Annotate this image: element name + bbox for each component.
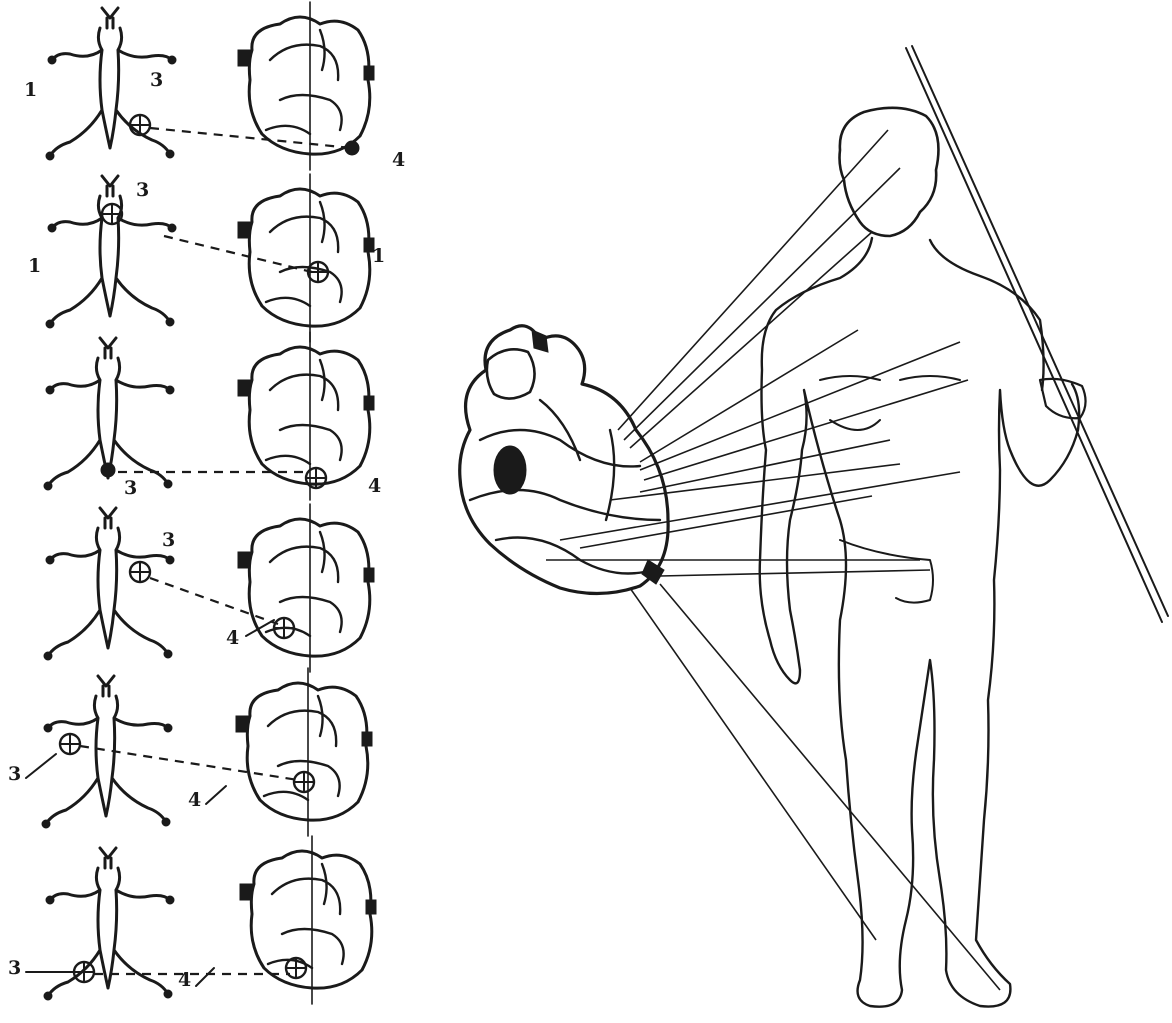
staff <box>906 46 1168 622</box>
heart-acupoint-marker <box>306 468 326 488</box>
connection-line <box>150 128 352 148</box>
heart-figure <box>240 836 376 1004</box>
panel-4: 3 4 <box>44 504 374 672</box>
animal-label: 1 <box>28 255 41 277</box>
heart-label: 4 <box>178 969 191 991</box>
acupoint-marker <box>74 962 94 982</box>
animal-figure <box>44 508 174 660</box>
point-label: 3 <box>8 763 21 785</box>
heart-label: 4 <box>392 149 405 171</box>
heart-label: 4 <box>368 475 381 497</box>
human-figure <box>760 108 1086 1007</box>
point-label: 3 <box>8 957 21 979</box>
heart-label: 1 <box>372 245 385 267</box>
heart-label: 4 <box>226 627 239 649</box>
point-label: 3 <box>150 69 163 91</box>
heart-acupoint-marker <box>308 262 328 282</box>
heart-figure <box>238 504 374 672</box>
acupoint-marker <box>102 204 122 224</box>
animal-figure <box>42 676 172 828</box>
heart-point <box>345 141 359 155</box>
aorta-opening <box>494 446 526 494</box>
panel-2: 1 3 1 <box>28 174 385 342</box>
animal-figure <box>46 176 176 328</box>
body-outline <box>760 238 1079 1007</box>
connection-line <box>150 578 278 624</box>
point-label: 3 <box>162 529 175 551</box>
acupoint-marker <box>101 463 115 477</box>
large-heart <box>460 326 668 594</box>
heart-label: 4 <box>188 789 201 811</box>
animal-figure <box>44 848 174 1000</box>
animal-label: 1 <box>24 79 37 101</box>
heart-acupoint-marker <box>286 958 306 978</box>
panel-3: 3 4 <box>44 332 381 500</box>
panel-6: 3 4 <box>8 836 376 1004</box>
acupoint-marker <box>130 562 150 582</box>
heart-figure <box>236 668 372 836</box>
heart-acupoint-marker <box>294 772 314 792</box>
acupoint-marker <box>60 734 80 754</box>
heart-acupoint-marker <box>274 618 294 638</box>
point-label: 3 <box>136 179 149 201</box>
panel-5: 3 4 <box>8 668 372 836</box>
head <box>840 108 939 236</box>
connection-line <box>164 236 312 272</box>
panel-1: 1 3 4 <box>24 2 405 171</box>
acupoint-marker <box>130 115 150 135</box>
projection-rays <box>546 130 1000 990</box>
point-label: 3 <box>124 477 137 499</box>
